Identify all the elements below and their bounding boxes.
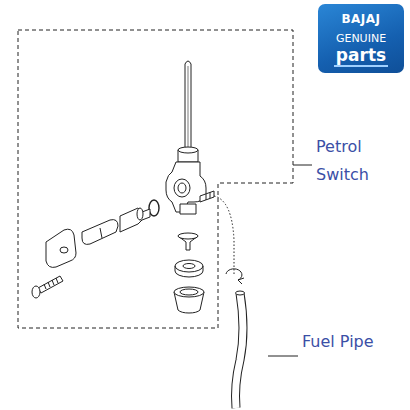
part-label: Petrol Switch bbox=[314, 133, 394, 189]
reserve-tube bbox=[185, 61, 191, 150]
washer bbox=[175, 260, 203, 272]
part-label: Fuel Pipe bbox=[300, 328, 380, 356]
brand-badge: BAJAJ GENUINEparts bbox=[318, 4, 404, 73]
brand-text: GENUINE bbox=[336, 32, 386, 45]
group-outline bbox=[18, 30, 293, 328]
lever-plate bbox=[82, 220, 118, 245]
fuel-pipe bbox=[236, 293, 244, 408]
screw bbox=[38, 276, 63, 293]
leader-line bbox=[293, 165, 312, 166]
brand-text: BAJAJ bbox=[341, 12, 380, 26]
outlet-nozzle bbox=[200, 191, 214, 202]
valve-spindle bbox=[120, 208, 150, 232]
lever-knob bbox=[46, 229, 76, 267]
brand-text: parts bbox=[334, 46, 388, 67]
pipe-clip bbox=[226, 269, 244, 284]
leader-line bbox=[268, 356, 298, 357]
assembly-line bbox=[214, 196, 234, 275]
